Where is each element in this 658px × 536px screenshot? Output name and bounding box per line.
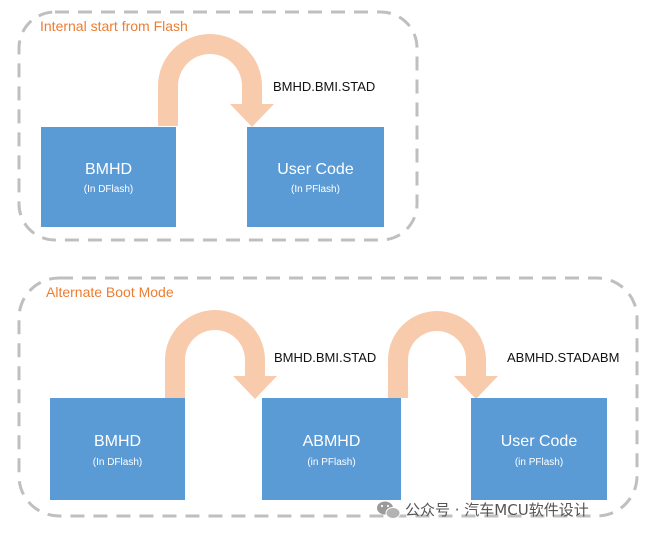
watermark: 公众号 · 汽车MCU软件设计 (377, 501, 589, 519)
box-abmhd-subtitle: (in PFlash) (307, 457, 355, 468)
box-user-code (247, 127, 384, 227)
box-user-code-2-title: User Code (501, 433, 578, 450)
group-internal-start: Internal start from Flash BMHD.BMI.STAD … (17, 10, 419, 242)
box-user-code-2 (471, 398, 607, 500)
arrow-label-bmhd-stad-2: BMHD.BMI.STAD (274, 350, 376, 365)
box-user-code-subtitle: (In PFlash) (291, 184, 340, 195)
group-alternate-boot: Alternate Boot Mode BMHD.BMI.STAD ABMHD.… (17, 276, 639, 518)
box-bmhd (41, 127, 176, 227)
arrow-label-abmhd-stadabm: ABMHD.STADABM (507, 350, 619, 365)
box-abmhd (262, 398, 401, 500)
box-bmhd-2 (50, 398, 185, 500)
box-bmhd-title: BMHD (85, 161, 132, 178)
wechat-icon (377, 501, 401, 519)
watermark-text: 公众号 · 汽车MCU软件设计 (405, 501, 589, 519)
box-bmhd-subtitle: (In DFlash) (84, 184, 133, 195)
group-alternate-boot-title: Alternate Boot Mode (46, 284, 174, 300)
group-internal-start-title: Internal start from Flash (40, 18, 188, 34)
box-user-code-2-subtitle: (in PFlash) (515, 457, 563, 468)
arrow-label-bmhd-stad: BMHD.BMI.STAD (273, 79, 375, 94)
group-internal-start-border (17, 10, 419, 242)
box-bmhd-2-subtitle: (In DFlash) (93, 457, 142, 468)
box-abmhd-title: ABMHD (303, 433, 361, 450)
box-user-code-title: User Code (277, 161, 354, 178)
flow-arrow-bmhd-to-abmhd (165, 310, 277, 399)
flow-arrow-abmhd-to-user (388, 311, 498, 399)
group-alternate-boot-border (17, 276, 639, 518)
box-bmhd-2-title: BMHD (94, 433, 141, 450)
flow-arrow-bmhd-to-user (158, 34, 274, 127)
